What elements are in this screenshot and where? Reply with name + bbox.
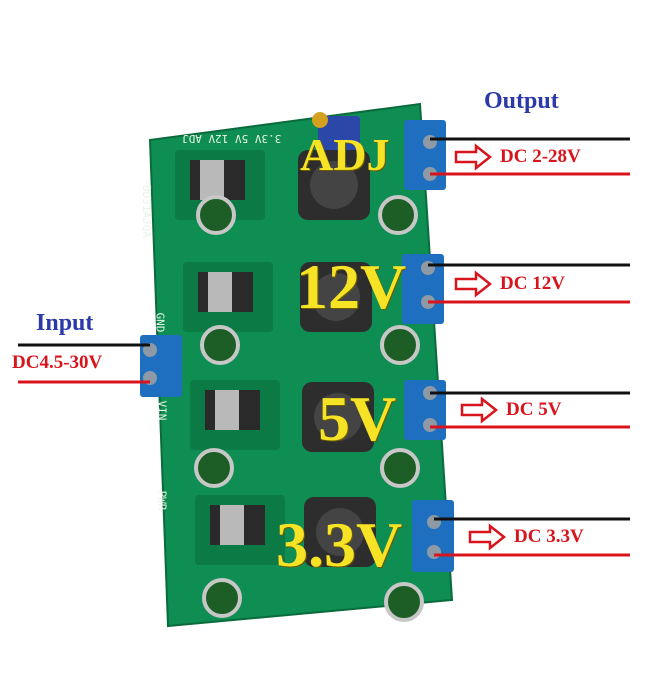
board-model-label: DD31AJQA	[139, 185, 153, 238]
board-top-silk: 3.3V 5V 12V ADJ	[182, 132, 282, 145]
ic-tabs	[200, 160, 244, 545]
module-label-12v: 12V	[296, 251, 407, 322]
pin-vin-label: VIN	[155, 400, 169, 421]
trimmer-knob	[312, 112, 328, 128]
capacitors	[194, 195, 424, 622]
output-range-5v: DC 5V	[506, 399, 562, 420]
output-screws	[421, 135, 441, 559]
module-label-3v3: 3.3V	[276, 509, 403, 580]
pin-pwr-label: PWR	[155, 490, 169, 511]
output-wires-black	[428, 137, 630, 521]
output-range-adj: DC 2-28V	[500, 146, 581, 167]
module-label-adj: ADJ	[300, 129, 390, 180]
output-range-12v: DC 12V	[500, 273, 565, 294]
module-label-5v: 5V	[318, 383, 397, 454]
output-arrows	[454, 143, 507, 551]
trimmer-potentiometer	[318, 116, 360, 150]
input-range-label: DC4.5-30V	[12, 352, 103, 373]
pin-gnd-label: GND	[153, 312, 167, 333]
output-wires-red	[428, 172, 630, 557]
input-heading: Input	[36, 310, 94, 336]
output-heading: Output	[484, 88, 559, 114]
inductors	[298, 150, 376, 567]
output-range-3v3: DC 3.3V	[514, 526, 584, 547]
